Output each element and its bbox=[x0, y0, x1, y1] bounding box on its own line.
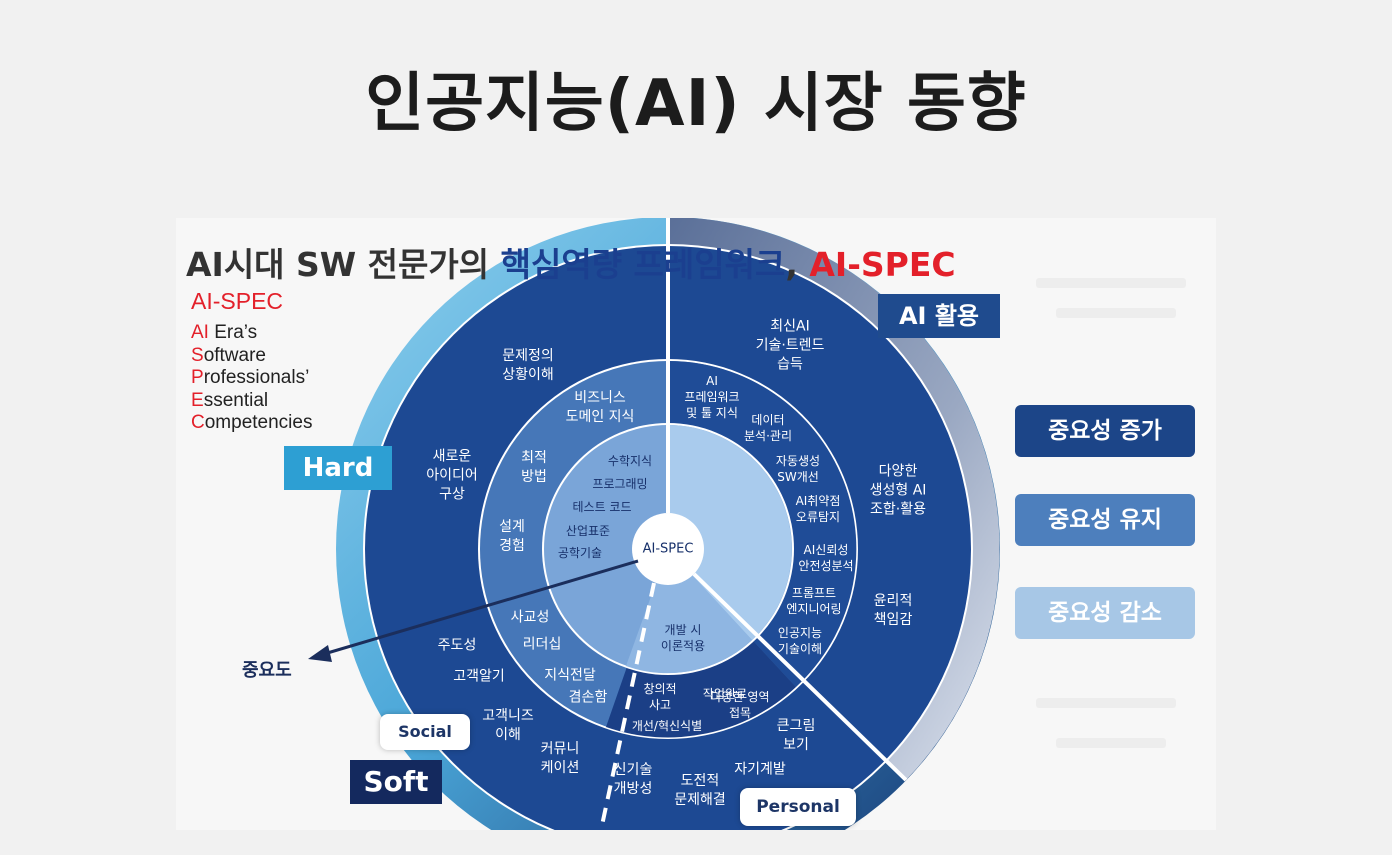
acronym-line: Essential bbox=[191, 389, 269, 411]
label-business-domain: 비즈니스 도메인 지식 bbox=[565, 390, 635, 425]
importance-arrow-line bbox=[323, 559, 639, 656]
label-customer-knowing: 고객알기 bbox=[453, 668, 505, 685]
label-ai-vulnerability: AI취약점 오류탐지 bbox=[795, 494, 841, 524]
acronym-line: Competencies bbox=[191, 412, 313, 433]
separator-line-right bbox=[692, 572, 908, 782]
label-big-picture: 큰그림 보기 bbox=[776, 718, 816, 753]
framework-circle-diagram bbox=[308, 218, 1000, 830]
center-label: AI-SPEC bbox=[642, 541, 694, 557]
hard-tag: Hard bbox=[284, 446, 392, 490]
ring-level-3-ai-sector bbox=[668, 425, 792, 640]
label-ai-reliability: AI신뢰성 안전성분석 bbox=[798, 543, 854, 573]
label-humility: 겸손함 bbox=[568, 689, 608, 706]
label-latest-ai-trends: 최신AI 기술·트렌드 습득 bbox=[755, 318, 825, 373]
label-new-tech-openness: 신기술 개방성 bbox=[613, 762, 653, 797]
acronym-line: AI Era’s bbox=[191, 322, 258, 343]
label-test-code: 테스트 코드 bbox=[572, 500, 632, 514]
importance-label: 중요도 bbox=[242, 660, 292, 681]
label-programming: 프로그래밍 bbox=[592, 477, 648, 491]
label-new-idea: 새로운 아이디어 구상 bbox=[426, 448, 478, 503]
label-customer-needs: 고객니즈 이해 bbox=[482, 708, 534, 743]
label-diverse-generative-ai: 다양한 생성형 AI 조합·활용 bbox=[869, 463, 927, 518]
importance-arrow-head bbox=[308, 645, 332, 662]
label-self-development: 자기계발 bbox=[734, 761, 786, 778]
label-prompt-engineering: 프롬프트 엔지니어링 bbox=[786, 586, 842, 616]
acronym-line: Software bbox=[191, 344, 266, 366]
acronym-title: AI-SPEC bbox=[191, 288, 284, 314]
legend-importance-increase: 중요성 증가 bbox=[1015, 405, 1195, 457]
soft-tag: Soft bbox=[350, 760, 442, 804]
label-ethical-responsibility: 윤리적 책임감 bbox=[873, 593, 913, 628]
background-texture bbox=[1036, 698, 1176, 708]
acronym-line: Professionals’ bbox=[191, 367, 310, 388]
separator-line-dashed bbox=[599, 582, 656, 830]
label-knowledge-transfer: 지식전달 bbox=[544, 667, 596, 684]
background-texture bbox=[1056, 308, 1176, 318]
label-diverse-fields: 다양한 영역 접목 bbox=[710, 690, 770, 720]
label-sociability: 사교성 bbox=[510, 609, 550, 626]
label-task-completion: 작업완료 bbox=[702, 687, 748, 701]
label-design-experience: 설계 경험 bbox=[499, 519, 525, 554]
center-circle bbox=[632, 513, 704, 585]
label-initiative: 주도성 bbox=[437, 637, 477, 654]
label-ai-understanding: 인공지능 기술이해 bbox=[777, 626, 823, 656]
label-theory-application: 개발 시 이론적용 bbox=[660, 623, 706, 653]
acronym-expansion: AI Era’s Software Professionals’ Essenti… bbox=[191, 322, 312, 435]
legend-importance-maintain: 중요성 유지 bbox=[1015, 494, 1195, 546]
label-creative-thinking: 창의적 사고 bbox=[643, 682, 677, 712]
label-industry-standard: 산업표준 bbox=[565, 524, 611, 538]
background-texture bbox=[1056, 738, 1166, 748]
label-math-knowledge: 수학지식 bbox=[607, 454, 653, 468]
figure-title: AI시대 SW 전문가의 핵심역량 프레임워크, AI-SPEC bbox=[186, 245, 956, 284]
label-data-analysis: 데이터 분석·관리 bbox=[744, 413, 792, 443]
label-optimal-method: 최적 방법 bbox=[521, 450, 547, 485]
label-engineering: 공학기술 bbox=[557, 546, 603, 560]
label-ai-framework-tools: AI 프레임워크 및 툴 지식 bbox=[684, 374, 740, 420]
label-problem-definition: 문제정의 상황이해 bbox=[502, 348, 554, 383]
label-challenging-problem-solving: 도전적 문제해결 bbox=[674, 773, 726, 808]
ai-spec-framework-figure: AI시대 SW 전문가의 핵심역량 프레임워크, AI-SPEC AI-SPEC… bbox=[176, 218, 1216, 830]
page-title: 인공지능(AI) 시장 동향 bbox=[365, 67, 1027, 141]
personal-tag: Personal bbox=[740, 788, 856, 826]
label-auto-generation: 자동생성 SW개선 bbox=[775, 454, 821, 484]
legend-importance-decrease: 중요성 감소 bbox=[1015, 587, 1195, 639]
ai-use-tag: AI 활용 bbox=[878, 294, 1000, 338]
label-leadership: 리더십 bbox=[522, 636, 562, 653]
social-tag: Social bbox=[380, 714, 470, 750]
label-communication: 커뮤니 케이션 bbox=[540, 741, 580, 776]
label-improvement-innovation: 개선/혁신식별 bbox=[631, 719, 703, 733]
background-texture bbox=[1036, 278, 1186, 288]
